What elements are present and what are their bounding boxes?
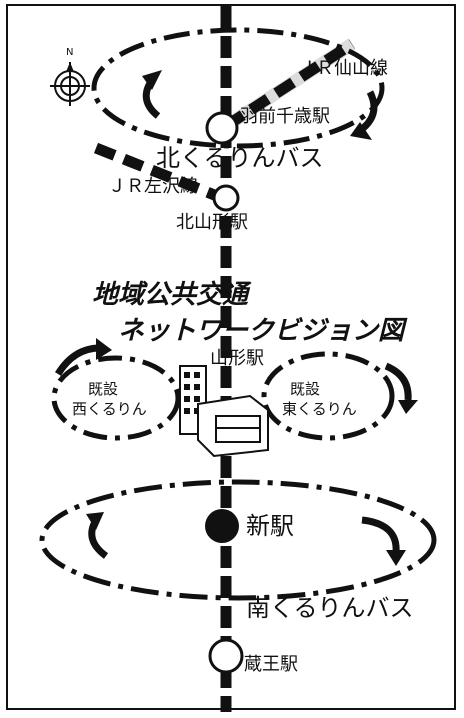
north-loop xyxy=(91,27,385,149)
kita-yamagata-station xyxy=(212,184,240,212)
east-loop-label-2: 東くるりん xyxy=(282,400,357,418)
kita-yamagata-label: 北山形駅 xyxy=(176,212,248,233)
south-arrow-right xyxy=(361,516,400,553)
compass-icon xyxy=(50,62,90,106)
east-loop xyxy=(261,351,395,441)
north-arrow-right-head xyxy=(350,122,372,140)
yamagata-label: 山形駅 xyxy=(210,348,264,369)
title-line1: 地域公共交通 xyxy=(92,280,249,310)
uzen-chitose-label: 羽前千歳駅 xyxy=(240,106,330,127)
jr-senzan-line xyxy=(222,39,356,131)
yamagata-building-icon xyxy=(179,365,269,458)
west-loop-label-2: 西くるりん xyxy=(72,400,147,418)
north-arrow-left-head xyxy=(142,70,162,90)
shin-eki-label: 新駅 xyxy=(246,512,294,540)
compass-north-label: N xyxy=(66,47,74,58)
west-arrow xyxy=(55,344,101,376)
shin-eki-station xyxy=(205,509,239,543)
zao-station xyxy=(208,638,244,674)
east-arrow xyxy=(384,362,412,401)
jr-sasawa-label: ＪＲ左沢線 xyxy=(108,176,198,197)
south-bus-label: 南くるりんバス xyxy=(246,594,414,622)
north-bus-label: 北くるりんバス xyxy=(156,144,324,172)
zao-label: 蔵王駅 xyxy=(244,654,298,675)
east-loop-label-1: 既設 xyxy=(290,380,321,398)
west-loop-label-1: 既設 xyxy=(88,380,119,398)
jr-sasawa-line xyxy=(93,142,225,204)
uzen-chitose-station xyxy=(205,111,239,145)
west-loop xyxy=(51,355,181,441)
jr-senzan-label: ＪＲ仙山線 xyxy=(298,58,388,79)
south-loop xyxy=(39,479,437,601)
title-line2: ネットワークビジョン図 xyxy=(118,316,405,346)
